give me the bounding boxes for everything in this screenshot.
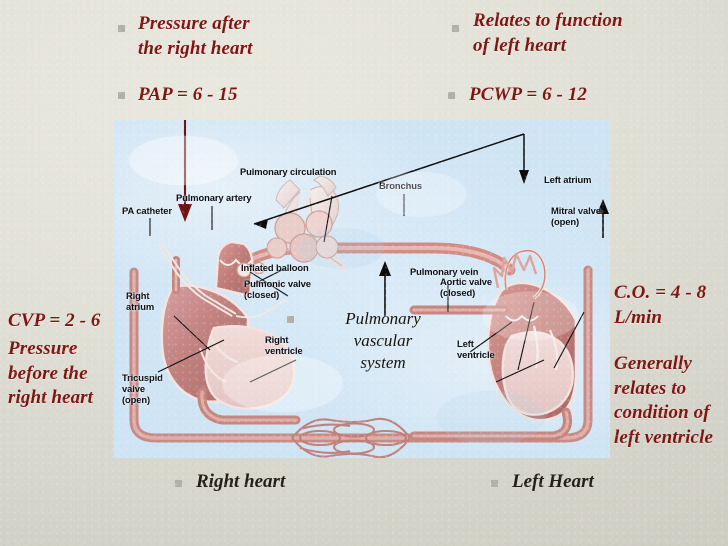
bullet-marker-pcwp — [448, 92, 455, 99]
callout-cvp-note: Pressure before the right heart — [8, 338, 94, 409]
callout-pap-value: PAP = 6 - 15 — [138, 84, 238, 105]
bullet-marker-left-heart — [491, 480, 498, 487]
label-right-heart: Right heart — [196, 471, 286, 492]
callout-pulmonary-vascular-system: Pulmonary vascular system — [345, 309, 421, 373]
anat-label-pulmonary-vein: Pulmonary vein — [410, 266, 479, 277]
anat-label-inflated-balloon: Inflated balloon — [241, 262, 309, 273]
callout-relates-to-function-left-heart: Relates to function of left heart — [473, 10, 623, 56]
callout-pressure-after-right-heart: Pressure after the right heart — [138, 13, 253, 59]
anat-label-left-ventricle: Left ventricle — [457, 338, 495, 361]
bullet-marker-pulmonary-vascular-system — [287, 316, 294, 323]
bullet-marker-right-heart — [175, 480, 182, 487]
anat-label-aortic-valve: Aortic valve (closed) — [440, 276, 492, 299]
callout-cvp-value: CVP = 2 - 6 — [8, 310, 101, 331]
bullet-marker-relates-function — [452, 25, 459, 32]
diagram-artwork — [129, 120, 609, 458]
anat-label-right-ventricle: Right ventricle — [265, 334, 303, 357]
anat-label-bronchus: Bronchus — [379, 180, 422, 191]
anat-label-pulmonary-circulation: Pulmonary circulation — [240, 166, 337, 177]
anat-label-mitral-valve: Mitral valve (open) — [551, 205, 601, 228]
anat-label-pa-catheter: PA catheter — [122, 205, 172, 216]
heart-circulation-diagram: PA catheter Pulmonary artery Pulmonary c… — [114, 120, 610, 458]
anat-label-tricuspid-valve: Tricuspid valve (open) — [122, 372, 163, 406]
anat-label-right-atrium: Right atrium — [126, 290, 155, 313]
anat-label-left-atrium: Left atrium — [544, 174, 592, 185]
callout-cardiac-output-value: C.O. = 4 - 8 L/min — [614, 282, 707, 328]
bullet-marker-pap — [118, 92, 125, 99]
callout-pcwp-value: PCWP = 6 - 12 — [469, 84, 588, 105]
callout-generally-relates-note: Generally relates to condition of left v… — [614, 353, 713, 449]
anat-label-pulmonic-valve: Pulmonic valve (closed) — [244, 278, 311, 301]
label-left-heart: Left Heart — [512, 471, 594, 492]
bullet-marker-pressure-after — [118, 25, 125, 32]
anat-label-pulmonary-artery: Pulmonary artery — [176, 192, 252, 203]
